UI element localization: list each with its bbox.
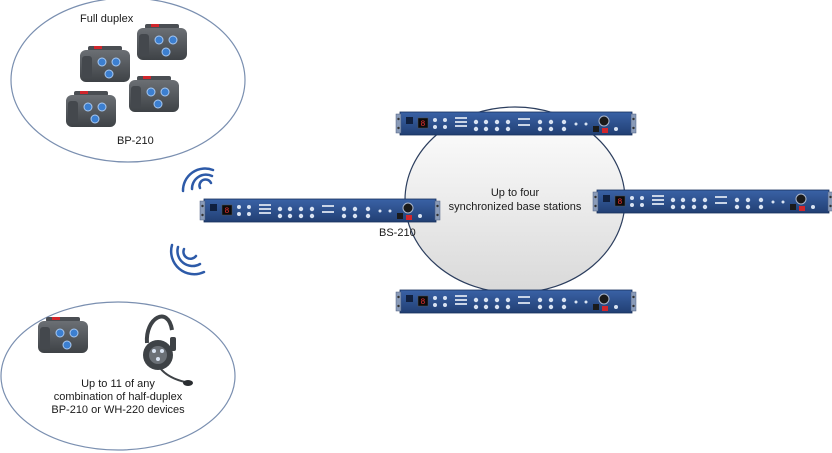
base-stations-caption-line-2: synchronized base stations bbox=[448, 201, 582, 213]
half-duplex-caption-line-1: Up to 11 of any bbox=[81, 378, 155, 390]
wireless-waves-lower bbox=[169, 243, 206, 276]
half-duplex-caption-line-3: BP-210 or WH-220 devices bbox=[51, 404, 185, 416]
full-duplex-caption: Full duplex bbox=[80, 13, 134, 25]
headset-icon bbox=[143, 314, 193, 386]
base-stations-caption: Up to four synchronized base stations bbox=[425, 186, 605, 214]
half-duplex-caption: Up to 11 of any combination of half-dupl… bbox=[18, 378, 218, 417]
bs210-caption: BS-210 bbox=[379, 227, 416, 239]
base-stations-caption-line-1: Up to four bbox=[490, 187, 540, 199]
wireless-waves-upper bbox=[181, 167, 215, 193]
bp210-top-caption: BP-210 bbox=[117, 135, 154, 147]
half-duplex-caption-line-2: combination of half-duplex bbox=[53, 391, 183, 403]
